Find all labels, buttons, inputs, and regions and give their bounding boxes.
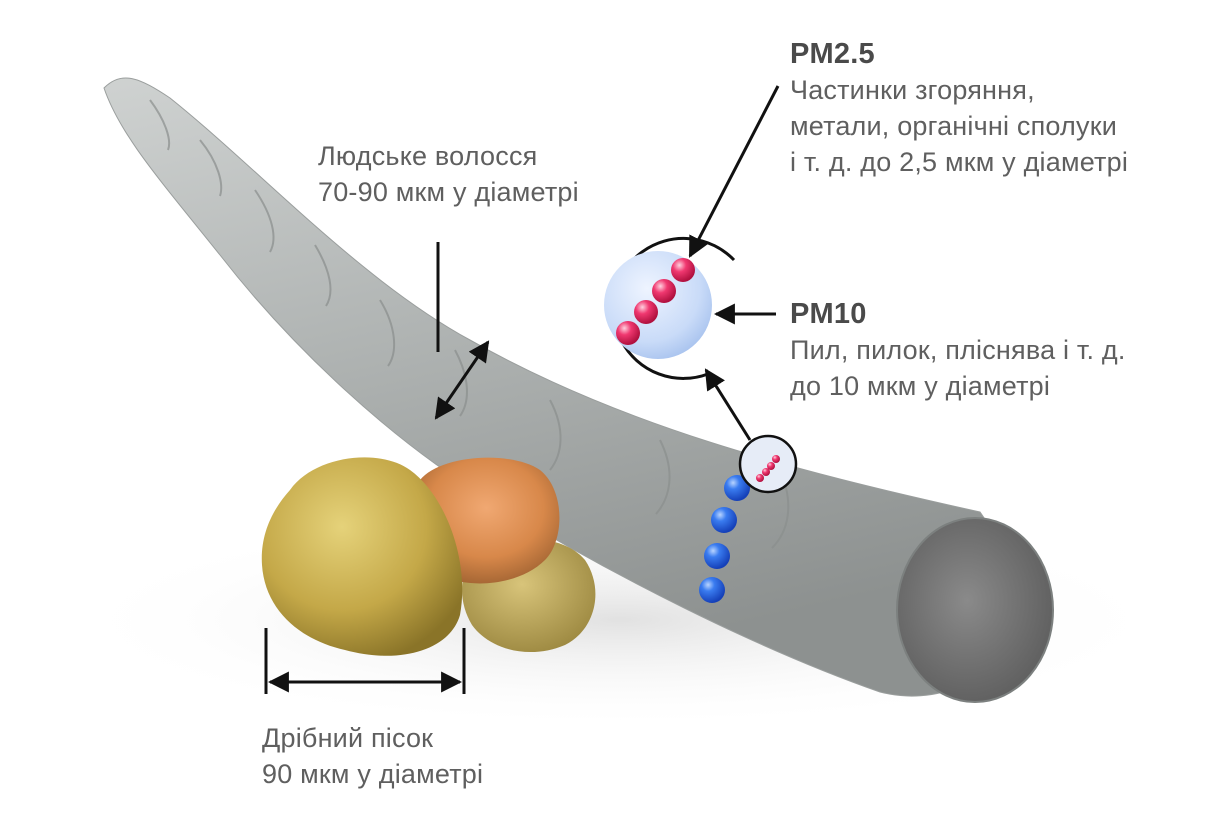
sand-label-line1: Дрібний пісок [262, 723, 434, 753]
sand-grain-yellow [261, 457, 463, 656]
annotation-arrows [264, 85, 780, 694]
sand-grains [261, 457, 596, 656]
pm25-line3: і т. д. до 2,5 мкм у діаметрі [790, 147, 1129, 177]
pm10-particles [699, 475, 750, 603]
pm25-title: PM2.5 [790, 38, 875, 70]
pm10-line1: Пил, пилок, пліснява і т. д. [790, 335, 1126, 365]
pm25-line1: Частинки згоряння, [790, 75, 1035, 105]
hair-label-line1: Людське волосся [318, 141, 538, 171]
sand-label: Дрібний пісок 90 мкм у діаметрі [262, 720, 483, 792]
pm10-title: PM10 [790, 298, 867, 330]
hair-label-line2: 70-90 мкм у діаметрі [318, 177, 579, 207]
hair-diameter-arrow [434, 340, 490, 420]
sand-label-line2: 90 мкм у діаметрі [262, 759, 484, 789]
hair-cross-section [896, 517, 1054, 703]
pm10-label: PM10 Пил, пилок, пліснява і т. д. до 10 … [790, 296, 1126, 404]
arrow-pm25 [688, 85, 780, 258]
hair-label: Людське волосся 70-90 мкм у діаметрі [318, 138, 579, 210]
pm10-line2: до 10 мкм у діаметрі [790, 371, 1051, 401]
pm25-small-circle [738, 434, 798, 494]
pm25-line2: метали, органічні сполуки [790, 111, 1117, 141]
arrow-small-to-large-circle [704, 368, 752, 441]
pm25-label: PM2.5 Частинки згоряння, метали, органіч… [790, 36, 1128, 180]
pm25-zoom-circle [604, 236, 736, 380]
